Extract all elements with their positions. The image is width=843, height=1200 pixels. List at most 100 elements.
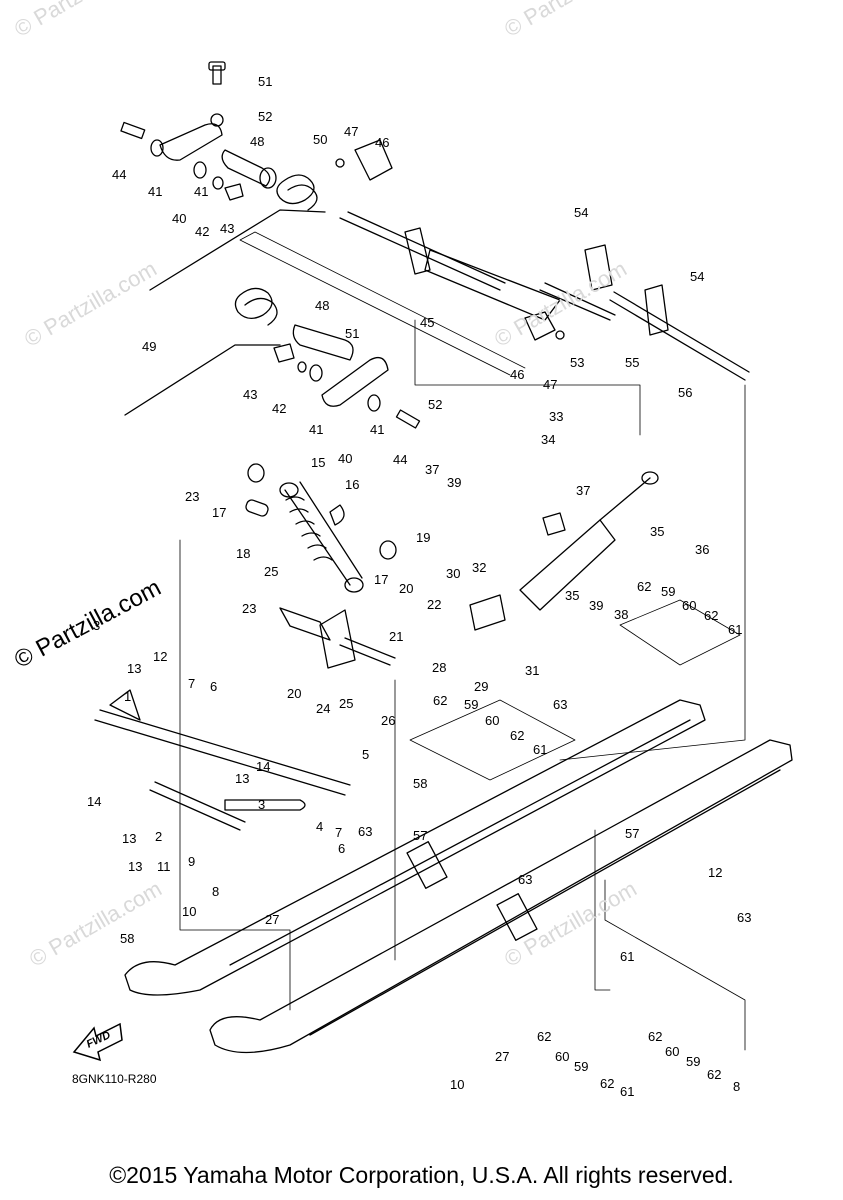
part-number-label: 22 <box>427 597 442 612</box>
bushing-17-b <box>379 540 397 560</box>
boot-34 <box>542 512 566 536</box>
part-number-label: 27 <box>265 912 280 927</box>
part-number-label: 9 <box>188 854 196 869</box>
part-number-label: 41 <box>148 184 163 199</box>
part-number-label: 37 <box>425 462 440 477</box>
part-number-label: 26 <box>381 713 396 728</box>
part-number-label: 43 <box>220 221 235 236</box>
slider-block-a <box>406 841 448 889</box>
part-number-label: 59 <box>464 697 479 712</box>
part-number-label: 7 <box>188 676 196 691</box>
part-number-label: 20 <box>399 581 414 596</box>
part-number-label: 6 <box>210 679 218 694</box>
part-number-label: 47 <box>543 377 558 392</box>
part-number-label: 6 <box>338 841 346 856</box>
part-number-label: 29 <box>474 679 489 694</box>
collar-18 <box>245 499 269 517</box>
part-number-label: 17 <box>374 572 389 587</box>
part-number-label: 60 <box>682 598 697 613</box>
slider-block-b <box>496 893 538 941</box>
part-number-label: 58 <box>413 776 428 791</box>
washer-42-top <box>212 176 224 190</box>
part-number-label: 10 <box>450 1077 465 1092</box>
block-28 <box>469 594 506 631</box>
part-number-label: 25 <box>264 564 279 579</box>
spring-arm-49 <box>124 344 281 416</box>
part-number-label: 11 <box>157 859 171 874</box>
part-number-label: 51 <box>345 326 360 341</box>
part-number-label: 5 <box>362 747 370 762</box>
part-number-label: 47 <box>344 124 359 139</box>
part-number-label: 12 <box>708 865 723 880</box>
part-number-label: 39 <box>589 598 604 613</box>
part-number-label: 57 <box>625 826 640 841</box>
part-number-label: 13 <box>122 831 137 846</box>
plate-46-top <box>354 139 393 181</box>
part-number-label: 19 <box>416 530 431 545</box>
part-number-label: 3 <box>258 797 266 812</box>
part-number-label: 41 <box>370 422 385 437</box>
spring-49 <box>234 287 278 326</box>
washer-42-mid <box>297 361 307 373</box>
part-number-label: 59 <box>661 584 676 599</box>
part-number-label: 14 <box>256 759 271 774</box>
part-number-label: 44 <box>393 452 408 467</box>
part-number-label: 14 <box>87 794 102 809</box>
part-number-label: 35 <box>565 588 580 603</box>
shock-eye-top <box>279 482 299 498</box>
part-number-label: 32 <box>472 560 487 575</box>
part-number-label: 13 <box>127 661 142 676</box>
part-number-label: 7 <box>335 825 343 840</box>
shaft-53 <box>539 282 616 321</box>
part-number-label: 40 <box>338 451 353 466</box>
arm-40-top <box>159 123 223 161</box>
collar-41-d <box>367 394 381 412</box>
guide-63 <box>604 879 746 1051</box>
bolt-51-top <box>212 65 222 85</box>
part-number-label: 63 <box>553 697 568 712</box>
part-number-label: 30 <box>446 566 461 581</box>
shaft-45 <box>339 211 506 291</box>
guide-box-upper <box>239 231 526 376</box>
bushing-48-mid <box>292 324 354 361</box>
shock-body-33 <box>519 519 616 611</box>
part-number-label: 4 <box>316 819 324 834</box>
part-number-label: 40 <box>172 211 187 226</box>
part-number-label: 54 <box>574 205 589 220</box>
part-number-label: 63 <box>358 824 373 839</box>
part-number-label: 62 <box>600 1076 615 1091</box>
guide-box-59 <box>409 699 576 781</box>
bolt-51-head <box>208 61 226 71</box>
part-number-label: 38 <box>614 607 629 622</box>
shock-eye-33-top <box>641 471 659 485</box>
fwd-arrow: FWD <box>72 1022 124 1067</box>
part-number-label: 42 <box>272 401 287 416</box>
part-number-label: 3 <box>93 618 101 633</box>
part-number-label: 57 <box>413 828 428 843</box>
part-number-label: 50 <box>313 132 328 147</box>
bracket-55-a <box>584 244 613 291</box>
cover-16 <box>329 504 345 526</box>
part-number-label: 15 <box>311 455 326 470</box>
shock-spring-15 <box>285 496 333 561</box>
collar-41-c <box>309 364 323 382</box>
part-number-label: 60 <box>665 1044 680 1059</box>
part-number-label: 41 <box>194 184 209 199</box>
guide-center <box>414 319 641 436</box>
bushing-48-end <box>259 167 277 189</box>
part-number-label: 53 <box>570 355 585 370</box>
washer-52-top <box>210 113 224 127</box>
shaft-9 <box>149 781 246 831</box>
reference-code: 8GNK110-R280 <box>72 1072 157 1086</box>
front-arm-1-mount <box>109 689 141 721</box>
part-number-label: 27 <box>495 1049 510 1064</box>
part-number-label: 43 <box>243 387 258 402</box>
part-number-label: 61 <box>620 1084 635 1099</box>
part-number-label: 54 <box>690 269 705 284</box>
plate-46-mid <box>524 311 556 341</box>
part-number-label: 52 <box>258 109 273 124</box>
part-number-label: 34 <box>541 432 556 447</box>
part-number-label: 51 <box>258 74 273 89</box>
part-number-label: 21 <box>389 629 404 644</box>
part-number-label: 48 <box>250 134 265 149</box>
